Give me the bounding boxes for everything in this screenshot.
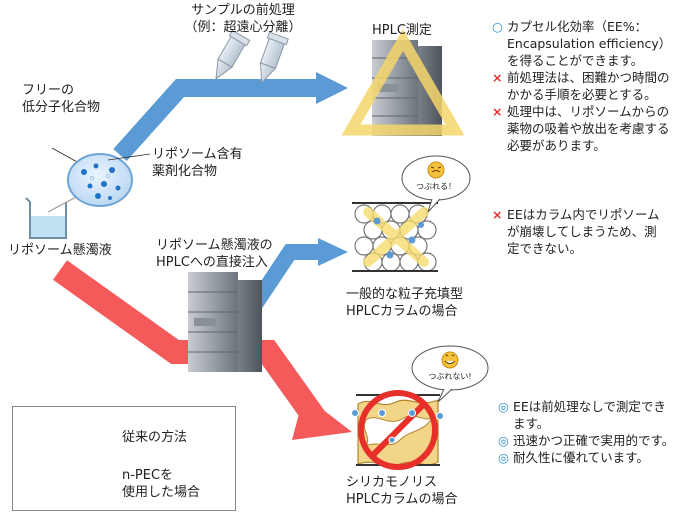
note-text: EEは前処理なしで測定でき ます。 (513, 399, 666, 431)
note-item: ○ カプセル化効率（EE%： Encapsulation efficiency） … (492, 18, 698, 69)
notes-middle: × EEはカラム内でリポソーム が崩壊してしまうため、測 定できない。 (492, 206, 698, 257)
note-marker: × (492, 104, 503, 119)
note-item: × 前処理法は、困難かつ時間の かかる手順を必要とする。 (492, 69, 698, 103)
note-marker: ◎ (498, 433, 509, 448)
hplc-instrument-top-icon (341, 29, 465, 136)
direct-injection-label: リポソーム懸濁液の HPLCへの直接注入 (156, 238, 273, 270)
legend-box (12, 406, 236, 511)
centrifuge-tube-icon (215, 29, 289, 84)
not-crushed-bubble-text: つぶれない! (428, 372, 472, 381)
monolith-column-label: シリカモノリス HPLCカラムの場合 (346, 475, 458, 507)
note-marker: × (492, 207, 503, 222)
note-item: ◎ 迅速かつ正確で実用的です。 (498, 432, 698, 449)
note-text: 処理中は、リポソームからの 薬物の吸着や放出を考慮する 必要があります。 (507, 104, 670, 153)
conventional-path-arrow (113, 72, 348, 162)
liposome-magnified-icon (47, 147, 151, 213)
notes-top: ○ カプセル化効率（EE%： Encapsulation efficiency） … (492, 18, 698, 154)
note-marker: ◎ (498, 399, 509, 414)
hplc-instrument-middle-icon (188, 272, 262, 372)
note-text: EEはカラム内でリポソーム が崩壊してしまうため、測 定できない。 (507, 207, 660, 256)
notes-bottom: ◎ EEは前処理なしで測定でき ます。 ◎ 迅速かつ正確で実用的です。 ◎ 耐久性に優… (498, 398, 698, 466)
crushed-bubble-text: つぶれる！ (416, 182, 456, 191)
note-text: 前処理法は、困難かつ時間の かかる手順を必要とする。 (507, 70, 670, 102)
note-marker: ◎ (498, 450, 509, 465)
note-item: ◎ EEは前処理なしで測定でき ます。 (498, 398, 698, 432)
packed-column-label: 一般的な粒子充填型 HPLCカラムの場合 (346, 287, 464, 319)
beaker-icon (25, 197, 67, 239)
note-item: × 処理中は、リポソームからの 薬物の吸着や放出を考慮する 必要があります。 (492, 103, 698, 154)
note-marker: × (492, 70, 503, 85)
hplc-measure-label: HPLC測定 (372, 23, 432, 38)
free-compound-label: フリーの 低分子化合物 (22, 83, 101, 115)
legend-conventional-label: 従来の方法 (122, 430, 188, 445)
pretreatment-label: サンプルの前処理 （例：超遠心分離） (184, 3, 302, 35)
legend-npec-label: n-PECを 使用した場合 (122, 468, 201, 500)
packed-column-icon (352, 202, 438, 272)
note-text: カプセル化効率（EE%： Encapsulation efficiency） を… (507, 19, 672, 68)
note-marker: ○ (492, 19, 503, 34)
not-crushed-speech-bubble (411, 345, 489, 403)
crushed-speech-bubble (401, 155, 471, 213)
note-item: × EEはカラム内でリポソーム が崩壊してしまうため、測 定できない。 (492, 206, 698, 257)
note-item: ◎ 耐久性に優れています。 (498, 449, 698, 466)
note-text: 迅速かつ正確で実用的です。 (513, 433, 675, 448)
suspension-label: リポソーム懸濁液 (8, 243, 112, 258)
monolith-column-icon (351, 390, 444, 470)
liposome-drug-label: リポソーム含有 薬剤化合物 (152, 147, 243, 179)
note-text: 耐久性に優れています。 (513, 450, 649, 465)
